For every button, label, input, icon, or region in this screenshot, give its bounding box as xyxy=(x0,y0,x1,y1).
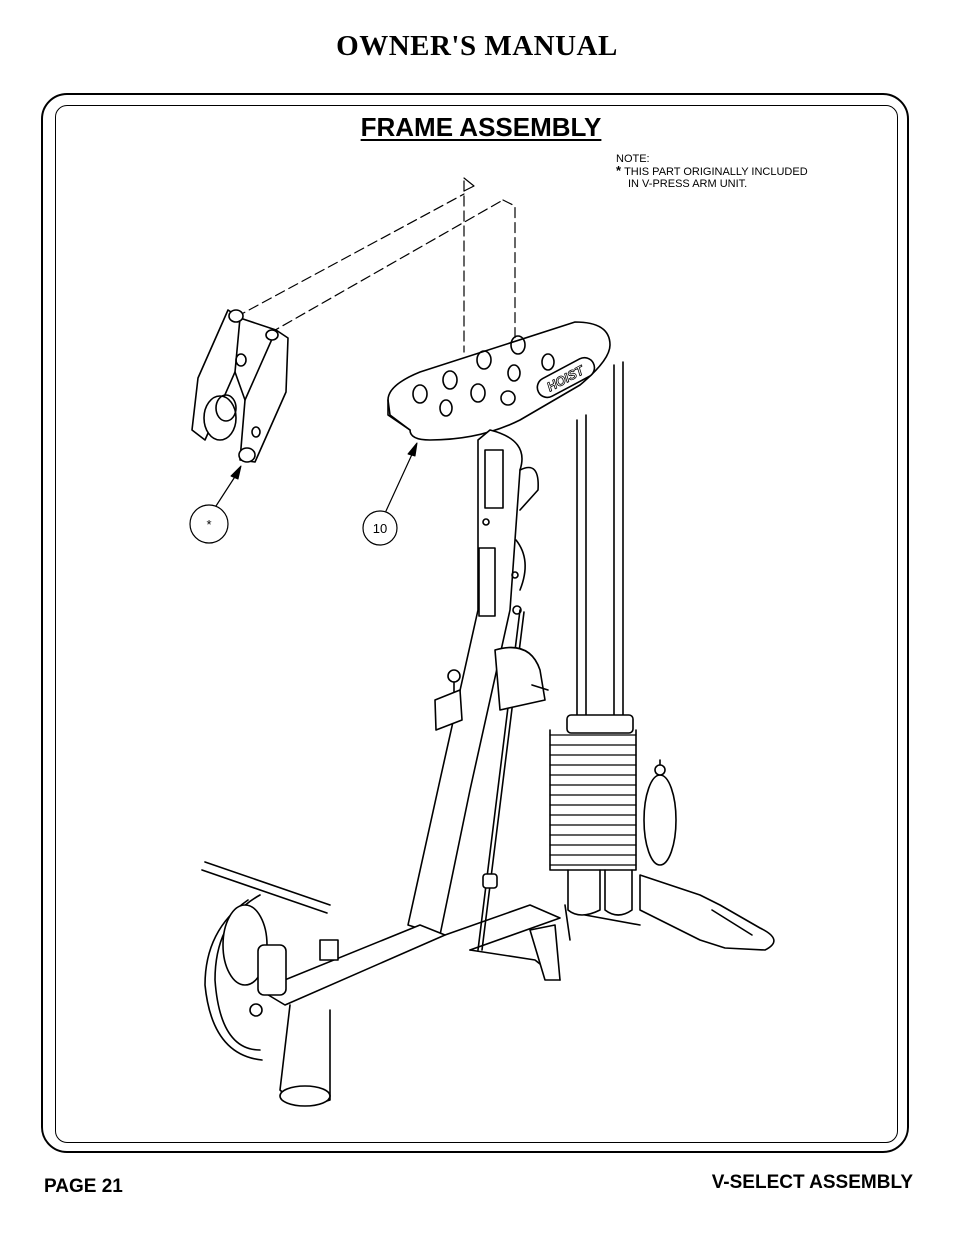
guide-arrow-icon xyxy=(463,177,475,192)
selector-knob xyxy=(434,646,549,731)
asterisk-icon: * xyxy=(616,163,622,178)
assembly-guide-lines xyxy=(235,180,516,353)
base-frame xyxy=(259,904,641,1006)
svg-text:10: 10 xyxy=(373,521,387,536)
weight-stack xyxy=(549,714,637,916)
guide-rods xyxy=(576,361,624,726)
main-upright xyxy=(407,429,539,936)
inner-page-border xyxy=(55,105,898,1143)
outer-page-border xyxy=(41,93,909,1153)
section-footer-label: V-SELECT ASSEMBLY xyxy=(711,1172,913,1193)
callout-10: 10 xyxy=(362,442,418,546)
note-line-2: IN V-PRESS ARM UNIT. xyxy=(628,178,748,190)
page-number: PAGE 21 xyxy=(44,1176,123,1197)
bracket-part xyxy=(191,309,289,463)
front-leg xyxy=(201,861,331,1107)
callout-asterisk: * xyxy=(189,465,242,544)
note-line-1: *THIS PART ORIGINALLY INCLUDED xyxy=(616,163,808,178)
page-header-title: OWNER'S MANUAL xyxy=(336,30,618,62)
note-heading: NOTE: xyxy=(616,153,650,165)
svg-text:*: * xyxy=(206,517,211,532)
section-title: FRAME ASSEMBLY xyxy=(360,112,602,142)
right-pulley-foot xyxy=(639,759,775,951)
note-block: NOTE: *THIS PART ORIGINALLY INCLUDED IN … xyxy=(616,153,808,190)
